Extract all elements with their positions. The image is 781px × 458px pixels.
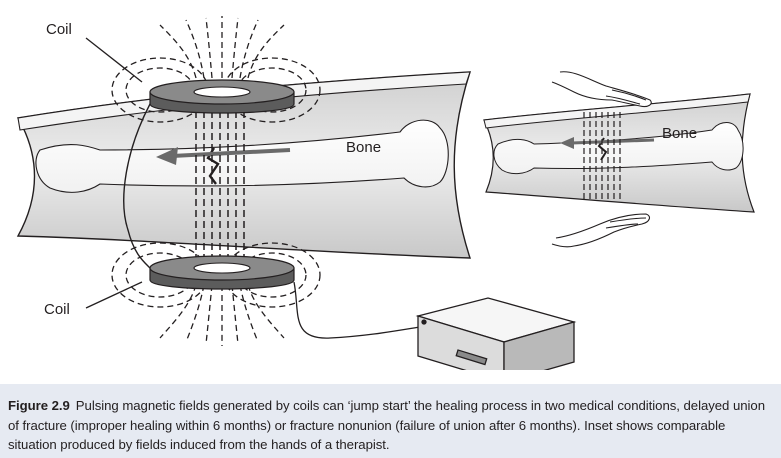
coil-wire	[123, 103, 151, 269]
caption-text: Pulsing magnetic fields generated by coi…	[8, 398, 765, 452]
field-lines-vertical	[195, 100, 245, 266]
therapist-hand-bottom-icon	[551, 213, 651, 248]
coil-bottom-label: Coil	[44, 301, 70, 318]
pemf-diagram: Coil Coil Bone Bone	[16, 16, 755, 370]
coil-bottom-leader	[85, 281, 143, 309]
coil-top-leader	[85, 37, 143, 83]
generator-cable	[293, 281, 427, 339]
bone-shape	[35, 119, 449, 193]
bone-inset-label: Bone	[662, 125, 697, 142]
limb-main	[16, 71, 471, 259]
therapist-hand-top-icon	[551, 71, 652, 108]
inset-limb: Bone	[483, 93, 755, 213]
bone-main-label: Bone	[346, 139, 381, 156]
coil-top	[111, 16, 321, 123]
coil-top-label: Coil	[46, 21, 72, 38]
figure-label: Figure 2.9	[8, 398, 70, 413]
pulse-generator-box	[415, 297, 577, 370]
arrow-icon	[156, 147, 178, 165]
coil-bottom	[111, 242, 321, 346]
